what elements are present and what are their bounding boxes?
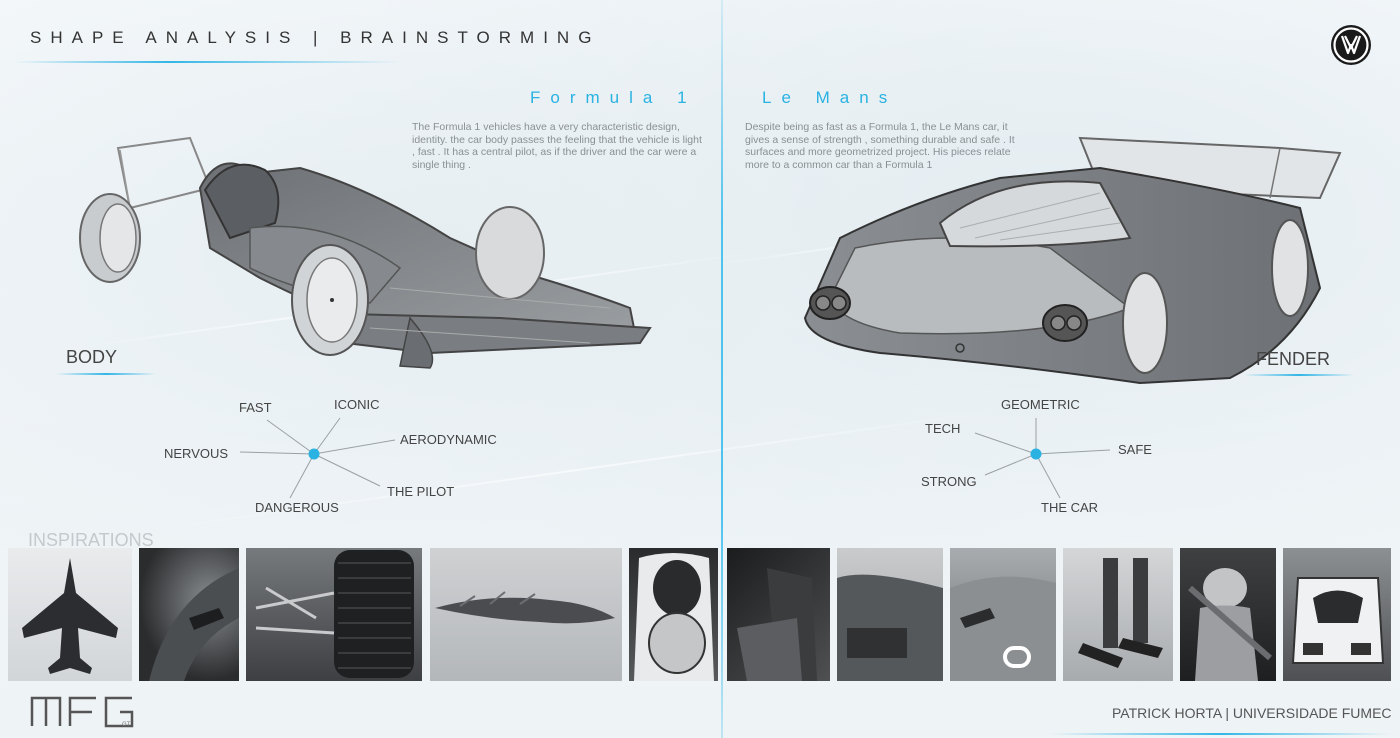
keyword: THE PILOT bbox=[387, 484, 455, 499]
title-underline bbox=[14, 61, 400, 63]
center-divider bbox=[721, 0, 723, 738]
keyword: AERODYNAMIC bbox=[400, 432, 497, 447]
keyword-hub bbox=[308, 448, 320, 460]
inspiration-strip-right bbox=[727, 548, 1400, 681]
inspiration-photo-pedals[interactable] bbox=[1063, 548, 1173, 681]
mfg-gt-logo-text: GT bbox=[122, 722, 131, 728]
keyword: TECH bbox=[925, 421, 961, 436]
inspiration-photo-f1-cockpit[interactable] bbox=[629, 548, 718, 681]
lemans-sketch bbox=[800, 128, 1350, 388]
body-label: BODY bbox=[66, 347, 118, 367]
credit-underline bbox=[1050, 733, 1390, 735]
inspiration-strip-left bbox=[0, 548, 718, 681]
mfg-gt-logo-icon: GT bbox=[30, 692, 134, 730]
keyword-hub bbox=[1030, 448, 1042, 460]
keyword: STRONG bbox=[921, 474, 977, 489]
fender-label: FENDER bbox=[1256, 349, 1331, 369]
body-underline bbox=[56, 373, 156, 375]
author-credit: PATRICK HORTA | UNIVERSIDADE FUMEC bbox=[1112, 705, 1392, 721]
keyword: NERVOUS bbox=[164, 446, 229, 461]
lemans-description: Despite being as fast as a Formula 1, th… bbox=[745, 121, 1015, 171]
page-title: SHAPE ANALYSIS | BRAINSTORMING bbox=[30, 28, 601, 47]
keyword: ICONIC bbox=[334, 397, 380, 412]
formula1-sketch bbox=[70, 128, 670, 378]
formula1-description: The Formula 1 vehicles have a very chara… bbox=[412, 121, 702, 171]
keyword: DANGEROUS bbox=[255, 500, 339, 515]
inspiration-photo-chair[interactable] bbox=[727, 548, 830, 681]
fender-underline bbox=[1244, 374, 1354, 376]
vw-logo-icon bbox=[1330, 24, 1372, 66]
inspiration-photo-suv-front[interactable] bbox=[950, 548, 1056, 681]
inspiration-photo-dog-seat[interactable] bbox=[1180, 548, 1276, 681]
inspirations-label: INSPIRATIONS bbox=[28, 530, 154, 550]
keyword: THE CAR bbox=[1041, 500, 1099, 515]
inspiration-photo-jet[interactable] bbox=[8, 548, 132, 681]
keyword: GEOMETRIC bbox=[1001, 397, 1080, 412]
keyword: SAFE bbox=[1118, 442, 1152, 457]
keyword: FAST bbox=[239, 400, 272, 415]
inspiration-photo-speaker[interactable] bbox=[837, 548, 943, 681]
lemans-heading: Le Mans bbox=[762, 88, 898, 107]
inspiration-photo-car-hood[interactable] bbox=[139, 548, 239, 681]
inspiration-photo-f1-suspension[interactable] bbox=[246, 548, 422, 681]
formula1-heading: Formula 1 bbox=[530, 88, 697, 107]
inspiration-photo-lemans-race-car[interactable] bbox=[1283, 548, 1391, 681]
inspiration-photo-fish[interactable] bbox=[430, 548, 622, 681]
